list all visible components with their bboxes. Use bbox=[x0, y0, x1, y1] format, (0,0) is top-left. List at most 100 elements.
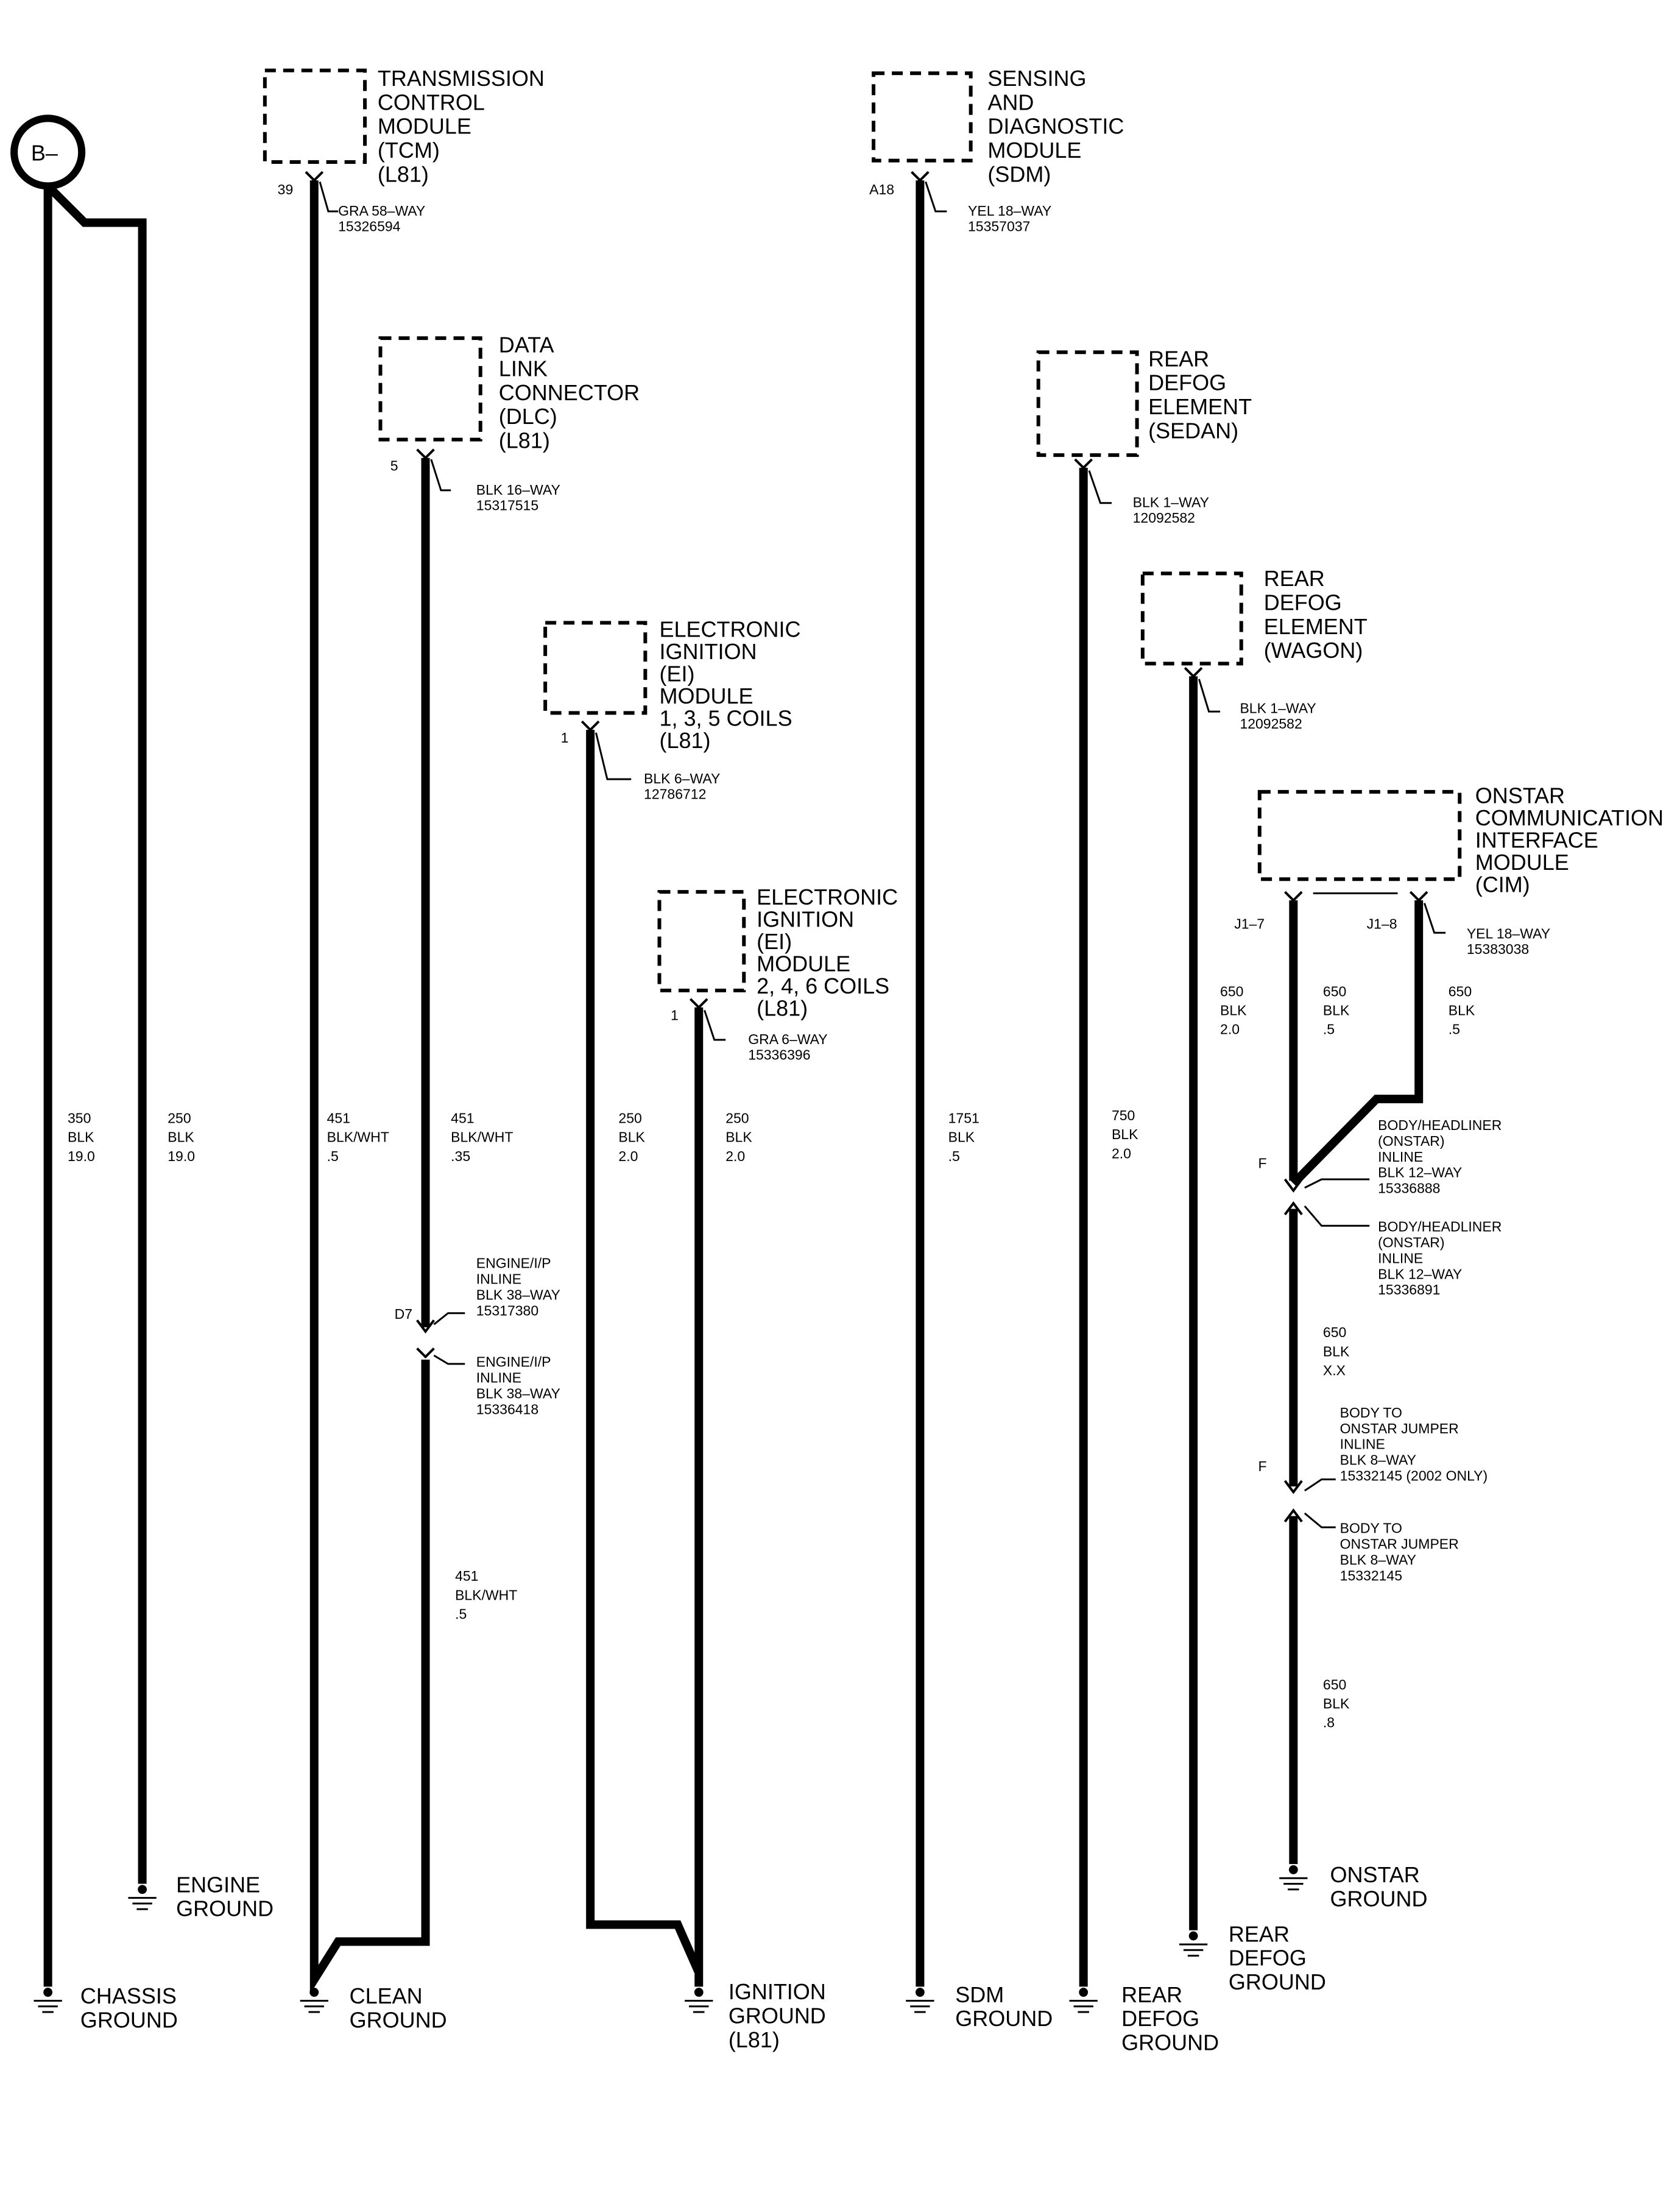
component-box bbox=[1140, 571, 1243, 666]
component-label: COMMUNICATION bbox=[1475, 805, 1664, 830]
terminal-icon bbox=[1409, 891, 1428, 902]
component-label: IGNITION bbox=[659, 639, 757, 664]
ground-label: ONSTAR bbox=[1330, 1862, 1419, 1887]
pin-number: A18 bbox=[869, 182, 894, 197]
component-label: ELEMENT bbox=[1264, 614, 1368, 639]
inline-connector-label: INLINE bbox=[476, 1271, 521, 1287]
wire-size: .5 bbox=[455, 1606, 467, 1622]
connector-part-number: 15326594 bbox=[338, 218, 401, 234]
inline-connector-label: 15332145 (2002 ONLY) bbox=[1340, 1468, 1488, 1484]
inline-connector-label: BLK 38–WAY bbox=[476, 1287, 560, 1303]
terminal-icon bbox=[416, 1347, 435, 1359]
inline-connector-label: 15336891 bbox=[1378, 1282, 1440, 1297]
inline-connector-label: BLK 12–WAY bbox=[1378, 1165, 1462, 1181]
component-label: 2, 4, 6 COILS bbox=[757, 973, 889, 998]
terminal-icon bbox=[1074, 458, 1093, 470]
component-label: CONTROL bbox=[378, 90, 485, 115]
wire-circuit: 250 bbox=[618, 1110, 641, 1126]
connector-part-number: 12092582 bbox=[1240, 716, 1302, 732]
ground-label: REAR bbox=[1121, 1982, 1182, 2007]
component-label: AND bbox=[987, 90, 1034, 115]
connector-part-number: 12092582 bbox=[1133, 510, 1195, 526]
terminal-icon bbox=[1184, 666, 1203, 679]
wire-size: 19.0 bbox=[168, 1148, 195, 1164]
pin-number: 1 bbox=[671, 1008, 679, 1023]
inline-connector-label: BODY TO bbox=[1340, 1405, 1402, 1421]
ground-label: (L81) bbox=[729, 2027, 780, 2052]
connector-arrow-icon bbox=[1283, 1508, 1303, 1523]
leader-line bbox=[1304, 1478, 1336, 1492]
inline-connector-label: BLK 38–WAY bbox=[476, 1385, 560, 1401]
ground-label: SDM bbox=[955, 1982, 1004, 2007]
wire-circuit: 650 bbox=[1323, 983, 1346, 999]
component-label: SENSING bbox=[987, 66, 1086, 91]
connector-part-number: 15357037 bbox=[968, 218, 1030, 234]
ground-label: ENGINE bbox=[176, 1872, 260, 1897]
connector-arrow-icon bbox=[416, 1319, 436, 1334]
connector-arrow-icon bbox=[1283, 1178, 1303, 1193]
component-label: (L81) bbox=[659, 728, 710, 753]
connector-arrow-icon bbox=[1283, 1201, 1303, 1216]
inline-connector-label: 15332145 bbox=[1340, 1567, 1402, 1583]
leader-line bbox=[704, 1009, 726, 1041]
terminal-icon bbox=[416, 448, 435, 460]
wire-circuit: 250 bbox=[725, 1110, 749, 1126]
inline-connector-label: 15317380 bbox=[476, 1302, 538, 1318]
component-label: ELECTRONIC bbox=[659, 616, 800, 641]
component-label: IGNITION bbox=[757, 906, 854, 931]
component-label: (L81) bbox=[378, 161, 429, 186]
wire-color: BLK bbox=[1323, 1343, 1350, 1359]
component-label: LINK bbox=[499, 356, 548, 381]
connector-type: BLK 6–WAY bbox=[644, 771, 720, 786]
ground-icon bbox=[34, 1988, 62, 2013]
ground-label: GROUND bbox=[1229, 1969, 1326, 1994]
terminal-icon bbox=[305, 171, 324, 182]
inline-connector-label: (ONSTAR) bbox=[1378, 1234, 1444, 1250]
wire-color: BLK bbox=[1323, 1003, 1350, 1019]
inline-connector-label: ONSTAR JUMPER bbox=[1340, 1536, 1459, 1552]
ground-icon bbox=[300, 1988, 328, 2013]
ground-label: GROUND bbox=[80, 2007, 178, 2032]
leader-line bbox=[319, 181, 339, 213]
leader-line bbox=[433, 1312, 465, 1326]
inline-connector-label: BODY/HEADLINER bbox=[1378, 1219, 1502, 1235]
component-label: MODULE bbox=[659, 683, 753, 708]
wire-circuit: 451 bbox=[327, 1110, 350, 1126]
wire-color: BLK bbox=[1112, 1126, 1138, 1142]
wire-size: X.X bbox=[1323, 1362, 1346, 1378]
inline-connector-label: BODY/HEADLINER bbox=[1378, 1117, 1502, 1133]
ground-icon bbox=[906, 1988, 934, 2013]
ground-icon bbox=[1279, 1865, 1308, 1891]
component-label: (EI) bbox=[757, 929, 792, 954]
connector-type: BLK 1–WAY bbox=[1240, 700, 1316, 716]
connector-type: BLK 16–WAY bbox=[476, 482, 560, 498]
wire-451-tcm bbox=[309, 180, 430, 1995]
inline-connector-label: (ONSTAR) bbox=[1378, 1133, 1444, 1149]
wire-color: BLK bbox=[1449, 1003, 1475, 1019]
component-label: (EI) bbox=[659, 662, 694, 687]
component-box bbox=[1036, 350, 1139, 457]
component-cim: ONSTARCOMMUNICATIONINTERFACEMODULE(CIM)J… bbox=[1220, 783, 1664, 1911]
ground-label: GROUND bbox=[350, 2007, 447, 2032]
leader-line bbox=[1304, 1205, 1370, 1227]
wire-color: BLK bbox=[725, 1129, 752, 1145]
wire-size: .5 bbox=[948, 1148, 960, 1164]
wire-color: BLK bbox=[618, 1129, 645, 1145]
wire-size: 2.0 bbox=[618, 1148, 638, 1164]
component-label: (SDM) bbox=[987, 161, 1051, 186]
wire-size: 2.0 bbox=[725, 1148, 745, 1164]
component-label: (L81) bbox=[499, 428, 550, 453]
leader-line bbox=[1198, 679, 1221, 713]
inline-connector-label: ONSTAR JUMPER bbox=[1340, 1421, 1459, 1436]
inline-connector-label: INLINE bbox=[1340, 1436, 1385, 1452]
wire-circuit: 250 bbox=[168, 1110, 191, 1126]
inline-connector-label: BLK 8–WAY bbox=[1340, 1452, 1416, 1468]
component-label: (WAGON) bbox=[1264, 638, 1363, 663]
connector-type: GRA 6–WAY bbox=[748, 1031, 827, 1047]
connector-part-number: 12786712 bbox=[644, 786, 706, 802]
component-label: (DLC) bbox=[499, 404, 557, 429]
